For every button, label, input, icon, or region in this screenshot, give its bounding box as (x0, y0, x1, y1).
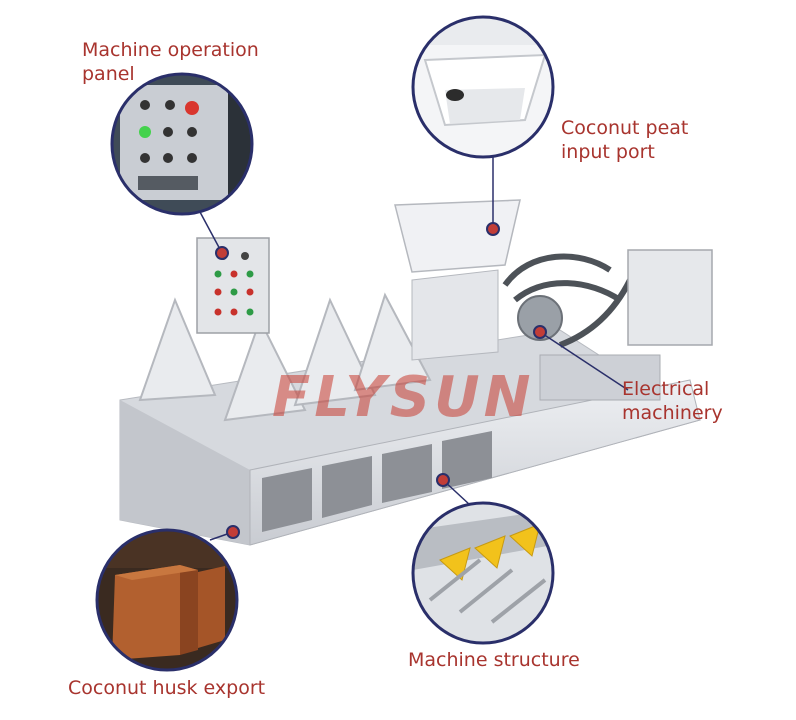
label-operation-panel-line1: Machine operation (82, 39, 259, 61)
label-operation-panel-line2: panel (82, 63, 135, 85)
label-peat-input-line1: Coconut peat (561, 117, 689, 139)
electric-motor (517, 295, 563, 341)
label-husk-export: Coconut husk export (68, 677, 266, 699)
dot-structure (436, 473, 450, 487)
label-electrical-line1: Electrical (622, 378, 710, 400)
dot-husk-export (226, 525, 240, 539)
zoom-operation-panel (110, 72, 254, 216)
machine-front-face (120, 400, 250, 545)
chamber-openings (262, 431, 492, 532)
callout-dots (215, 222, 547, 539)
label-electrical: Electrical machinery (622, 377, 723, 425)
dot-peat-input (486, 222, 500, 236)
dot-electrical (533, 325, 547, 339)
baler-machine (119, 199, 713, 546)
label-peat-input: Coconut peat input port (561, 116, 688, 164)
zoom-peat-input (411, 15, 555, 159)
zoom-husk-export (95, 528, 239, 672)
label-electrical-line2: machinery (622, 402, 723, 424)
triangle-braces (138, 292, 432, 422)
label-peat-input-line2: input port (561, 141, 655, 163)
zoom-machine-structure (411, 501, 555, 645)
label-machine-structure: Machine structure (408, 649, 580, 671)
hopper-tower (411, 269, 499, 361)
dot-operation-panel (215, 246, 229, 260)
hydraulic-pipes (502, 253, 633, 348)
label-operation-panel: Machine operation panel (82, 38, 259, 86)
control-box (196, 237, 270, 334)
hydraulic-tank (539, 354, 661, 401)
electrical-cabinet (627, 249, 713, 346)
hopper-funnel (394, 199, 521, 273)
brand-watermark: FLYSUN (272, 365, 535, 430)
